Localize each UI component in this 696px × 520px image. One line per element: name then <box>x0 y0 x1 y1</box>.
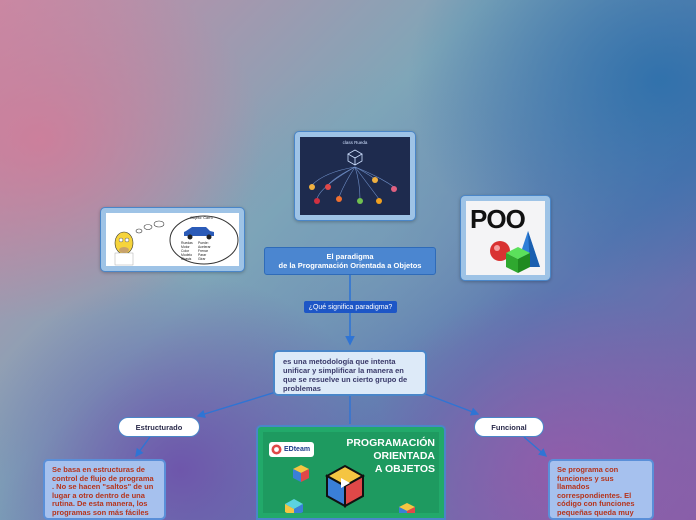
definition-node[interactable]: es una metodología que intenta unificar … <box>273 350 427 396</box>
method-item: Acelerar <box>198 245 211 249</box>
edteam-brand: EDteam <box>284 446 311 453</box>
estructurado-note[interactable]: Se basa en estructuras de control de flu… <box>43 459 166 520</box>
homer-object-image[interactable]: Objeto: Carro Ruedas Motor Color Modelo … <box>100 207 245 272</box>
funcional-note[interactable]: Se programa con funciones y sus llamados… <box>548 459 654 520</box>
link-definition-to-estructurado <box>196 391 277 418</box>
poo-image[interactable]: POO <box>460 195 551 281</box>
attribute-item: Ruedas <box>181 241 193 245</box>
class-tree-illustration <box>309 149 397 204</box>
branch-estructurado[interactable]: Estructurado <box>118 417 200 437</box>
homer-methods-list: Puede: Acelerar Frenar Parar Girar <box>198 241 211 261</box>
link-funcional-to-note <box>523 436 548 457</box>
central-topic-line2: de la Programación Orientada a Objetos <box>278 261 422 270</box>
video-title-line3: A OBJETOS <box>374 463 435 475</box>
edge-label-paradigma[interactable]: ¿Qué significa paradigma? <box>304 301 397 313</box>
class-diagram-title: class Rueda <box>342 140 368 145</box>
method-item: Puede: <box>198 241 209 245</box>
homer-attributes-list: Ruedas Motor Color Modelo Chasis <box>181 241 193 261</box>
method-item: Parar <box>198 253 207 257</box>
video-title: PROGRAMACIÓN ORIENTADA A OBJETOS <box>346 437 435 476</box>
method-item: Girar <box>198 257 206 261</box>
play-icon <box>341 478 350 488</box>
central-topic-node[interactable]: El paradigma de la Programación Orientad… <box>264 247 436 275</box>
video-thumbnail[interactable]: EDteam PROGRAMACIÓN ORIENTADA A OBJETOS <box>256 425 446 520</box>
video-cubes-illustration <box>285 464 415 513</box>
homer-card-title: Objeto: Carro <box>190 216 213 220</box>
attribute-item: Modelo <box>181 253 193 257</box>
central-topic-line1: El paradigma <box>326 252 374 261</box>
method-item: Frenar <box>198 249 208 253</box>
video-title-line2: ORIENTADA <box>373 450 435 462</box>
class-diagram-image[interactable]: class Rueda <box>294 131 416 221</box>
edteam-logo: EDteam <box>269 442 315 457</box>
attribute-item: Motor <box>181 245 190 249</box>
edteam-logo-icon <box>271 444 282 455</box>
attribute-item: Chasis <box>181 257 192 261</box>
poo-shapes-illustration <box>490 231 540 273</box>
video-title-line1: PROGRAMACIÓN <box>346 437 435 449</box>
homer-illustration <box>114 215 239 266</box>
attribute-item: Color <box>181 249 190 253</box>
branch-funcional[interactable]: Funcional <box>474 417 544 437</box>
link-estructurado-to-note <box>135 436 151 458</box>
poo-text: POO <box>470 204 526 234</box>
link-definition-to-funcional <box>419 391 480 416</box>
